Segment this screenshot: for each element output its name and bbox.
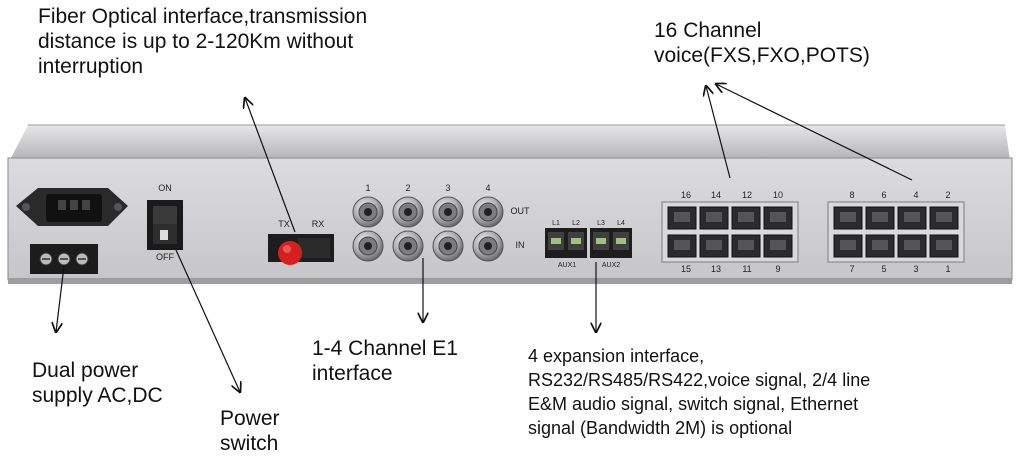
bnc-connector-icon[interactable] bbox=[392, 196, 424, 228]
bnc-out-label: OUT bbox=[510, 206, 530, 216]
aux-port-group bbox=[545, 228, 632, 258]
rj-number-label: 9 bbox=[775, 264, 781, 274]
aux1-label: AUX1 bbox=[557, 262, 577, 269]
rj11-port-slot bbox=[770, 240, 786, 250]
callout-line: RS232/RS485/RS422,voice signal, 2/4 line bbox=[528, 370, 871, 390]
arrow-voice-left bbox=[706, 86, 731, 179]
rj11-port-slot bbox=[872, 240, 888, 250]
callout-line: switch bbox=[220, 432, 279, 455]
switch-off-label: OFF bbox=[156, 252, 174, 262]
arrow-voice-right bbox=[716, 84, 913, 181]
aux-port-label: L4 bbox=[617, 220, 625, 227]
callout-voice: 16 Channel voice(FXS,FXO,POTS) bbox=[654, 18, 870, 68]
rj-number-label: 7 bbox=[849, 264, 855, 274]
callout-line: Dual power bbox=[32, 359, 139, 382]
callout-line: signal (Bandwidth 2M) is optional bbox=[528, 418, 793, 438]
aux-port-label: L2 bbox=[572, 220, 580, 227]
callout-e1: 1-4 Channel E1 interface bbox=[312, 336, 458, 386]
arrow-fiber bbox=[245, 98, 296, 233]
rj11-port-slot bbox=[872, 212, 888, 222]
rj11-port-slot bbox=[738, 212, 754, 222]
rj-number-label: 15 bbox=[680, 264, 691, 274]
callout-line: voice(FXS,FXO,POTS) bbox=[654, 44, 870, 67]
rj-number-label: 13 bbox=[710, 264, 721, 274]
rj11-port-slot bbox=[936, 212, 952, 222]
rj-number-label: 1 bbox=[945, 264, 951, 274]
rj11-port-slot bbox=[904, 240, 920, 250]
fiber-connector-icon[interactable] bbox=[268, 234, 334, 265]
bnc-connector-icon[interactable] bbox=[352, 230, 384, 262]
callout-power-switch: Power switch bbox=[220, 406, 280, 456]
callout-line: 4 expansion interface, bbox=[528, 346, 705, 366]
power-switch-icon[interactable] bbox=[147, 200, 183, 250]
callout-line: supply AC,DC bbox=[32, 384, 163, 407]
bnc-in-label: IN bbox=[515, 240, 525, 250]
bnc-connector-group bbox=[352, 196, 504, 262]
rj11-port-slot bbox=[706, 212, 722, 222]
rj11-port-slot bbox=[738, 240, 754, 250]
callout-power-supply: Dual power supply AC,DC bbox=[32, 358, 163, 408]
rj11-port-slot bbox=[904, 212, 920, 222]
rj-number-label: 16 bbox=[680, 190, 691, 200]
switch-on-label: ON bbox=[158, 183, 172, 193]
aux2-label: AUX2 bbox=[601, 262, 621, 269]
bnc-number-label: 1 bbox=[365, 183, 371, 193]
bnc-connector-icon[interactable] bbox=[432, 230, 464, 262]
fiber-tx-label: TX bbox=[278, 219, 290, 229]
bnc-connector-icon[interactable] bbox=[472, 196, 504, 228]
rj11-port-slot bbox=[706, 240, 722, 250]
fiber-rx-label: RX bbox=[311, 219, 325, 229]
bnc-connector-icon[interactable] bbox=[472, 230, 504, 262]
callout-line: 1-4 Channel E1 bbox=[312, 337, 458, 360]
rj11-port-slot bbox=[674, 240, 690, 250]
rj-number-label: 10 bbox=[772, 190, 783, 200]
rj-number-label: 5 bbox=[881, 264, 887, 274]
callout-line: Power bbox=[220, 407, 280, 430]
bnc-number-label: 4 bbox=[485, 183, 491, 193]
arrow-power-switch bbox=[175, 249, 240, 392]
rj11-port-slot bbox=[840, 240, 856, 250]
rj11-port-slot bbox=[936, 240, 952, 250]
aux-port-label: L3 bbox=[597, 220, 605, 227]
rj-port-group bbox=[661, 201, 965, 263]
callout-line: interruption bbox=[38, 55, 144, 78]
rj11-port-slot bbox=[674, 212, 690, 222]
callout-expansion: 4 expansion interface, RS232/RS485/RS422… bbox=[528, 344, 870, 440]
chassis-top bbox=[10, 125, 1010, 160]
rj-number-label: 4 bbox=[913, 190, 919, 200]
rj-number-label: 2 bbox=[945, 190, 951, 200]
bnc-number-label: 3 bbox=[445, 183, 451, 193]
rj-number-label: 6 bbox=[881, 190, 887, 200]
arrow-power-supply bbox=[56, 265, 65, 332]
rj-number-label: 12 bbox=[741, 190, 752, 200]
callout-line: interface bbox=[312, 362, 393, 385]
callout-line: Fiber Optical interface,transmission bbox=[38, 5, 368, 28]
bnc-connector-icon[interactable] bbox=[352, 196, 384, 228]
callout-line: E&M audio signal, switch signal, Etherne… bbox=[528, 394, 859, 414]
bnc-number-label: 2 bbox=[405, 183, 411, 193]
rj11-port-slot bbox=[770, 212, 786, 222]
rj-number-label: 3 bbox=[913, 264, 919, 274]
callout-fiber: Fiber Optical interface,transmission dis… bbox=[38, 4, 367, 79]
chassis-bottom-edge bbox=[8, 278, 1012, 284]
power-socket-icon bbox=[16, 188, 128, 226]
rj-number-label: 8 bbox=[849, 190, 855, 200]
aux-port-label: L1 bbox=[552, 220, 560, 227]
rj11-port-slot bbox=[840, 212, 856, 222]
rj-number-label: 11 bbox=[742, 264, 752, 274]
bnc-connector-icon[interactable] bbox=[392, 230, 424, 262]
callout-line: distance is up to 2-120Km without bbox=[38, 30, 354, 53]
rj-number-label: 14 bbox=[710, 190, 721, 200]
bnc-connector-icon[interactable] bbox=[432, 196, 464, 228]
callout-line: 16 Channel bbox=[654, 19, 762, 42]
